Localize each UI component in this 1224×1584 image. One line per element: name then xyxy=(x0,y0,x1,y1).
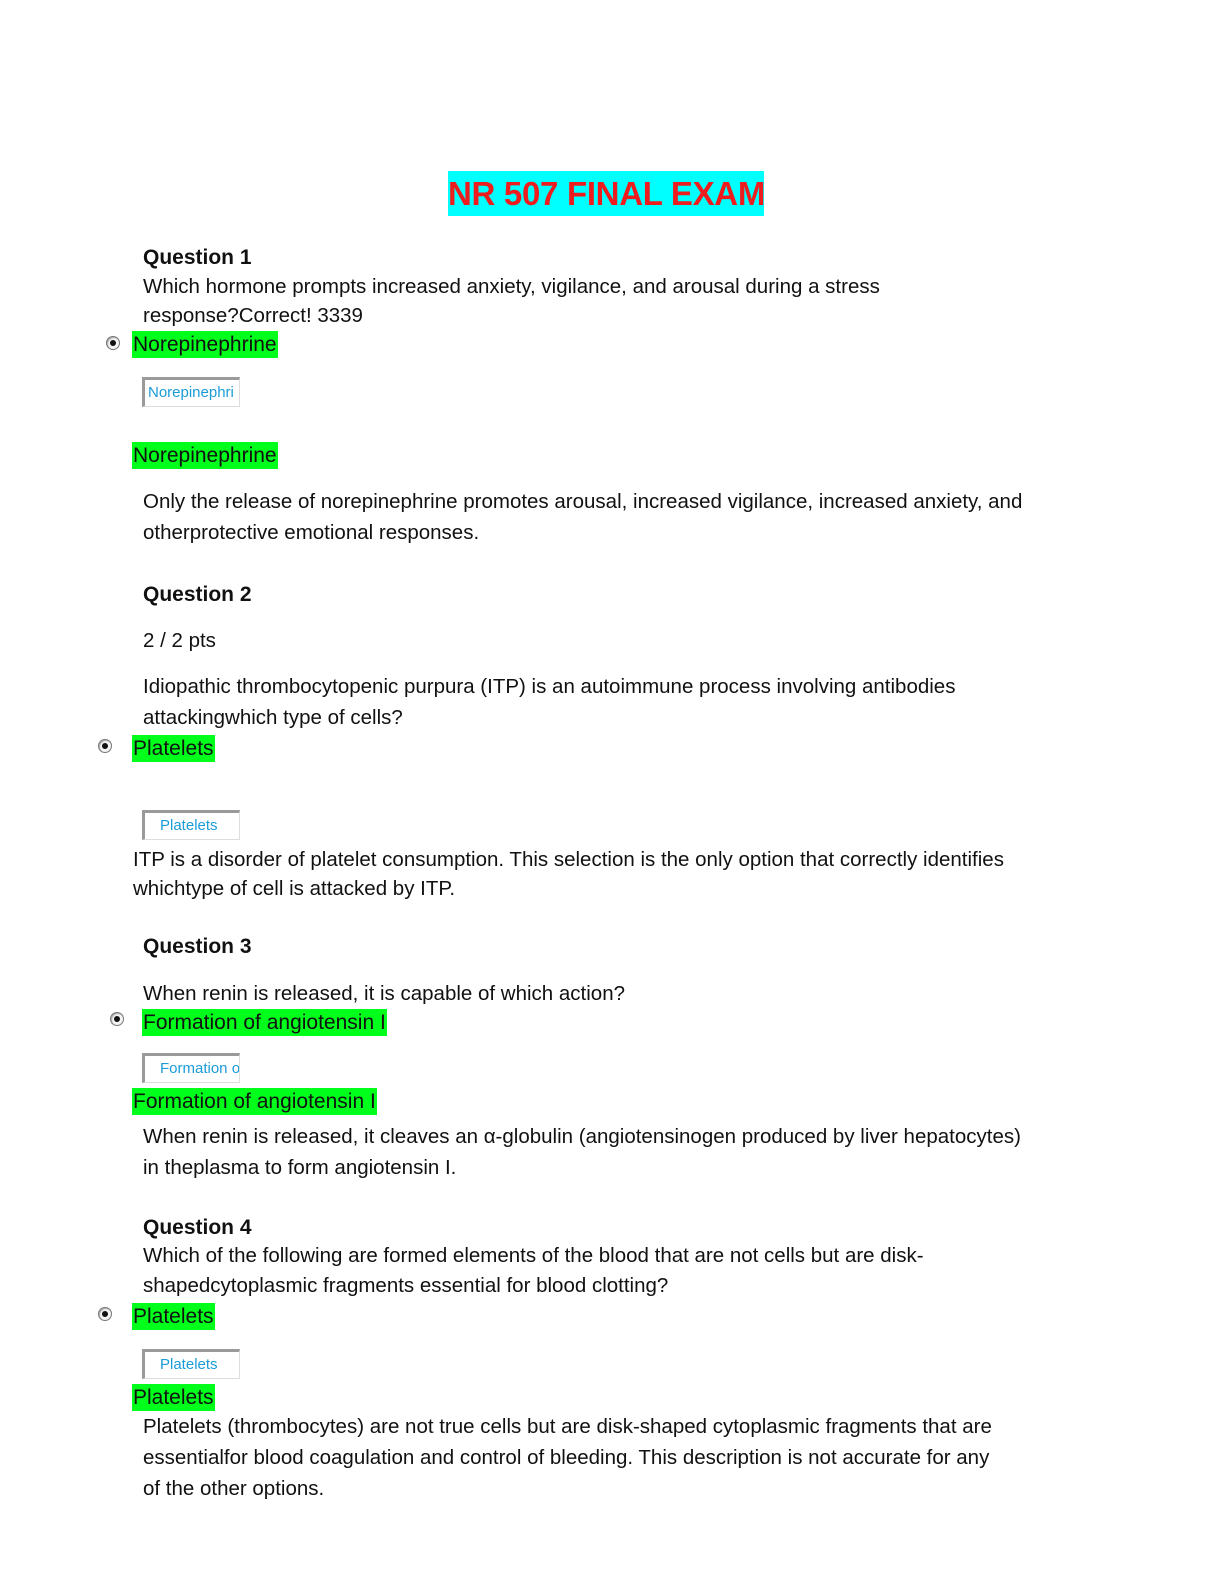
question-4-explanation-line-2: essentialfor blood coagulation and contr… xyxy=(143,1446,990,1469)
question-2-text-line-1: Idiopathic thrombocytopenic purpura (ITP… xyxy=(143,675,956,698)
question-3-correct-answer: Formation of angiotensin I xyxy=(132,1088,377,1115)
question-4-selected-answer: Platelets xyxy=(132,1303,215,1330)
question-4-answer-box[interactable]: Platelets xyxy=(142,1349,240,1379)
question-4-explanation-line-3: of the other options. xyxy=(143,1477,325,1500)
question-3-text-line-1: When renin is released, it is capable of… xyxy=(143,982,626,1005)
page-title: NR 507 FINAL EXAM xyxy=(448,171,765,216)
question-3-explanation-line-2: in theplasma to form angiotensin I. xyxy=(143,1156,457,1179)
question-2-answer-box-text: Platelets xyxy=(160,817,218,834)
question-3-answer-box[interactable]: Formation o xyxy=(142,1053,240,1083)
question-2-selected-answer: Platelets xyxy=(132,735,215,762)
question-1-answer-box-text: Norepinephri xyxy=(148,384,234,401)
question-1-selected-answer: Norepinephrine xyxy=(132,331,278,358)
question-4-answer-box-text: Platelets xyxy=(160,1356,218,1373)
question-3-radio[interactable] xyxy=(110,1012,124,1026)
question-4-text-line-2: shapedcytoplasmic fragments essential fo… xyxy=(143,1274,669,1297)
question-1-correct-answer: Norepinephrine xyxy=(132,442,278,469)
question-2-heading: Question 2 xyxy=(143,583,252,606)
question-3-selected-answer: Formation of angiotensin I xyxy=(142,1009,387,1036)
question-4-text-line-1: Which of the following are formed elemen… xyxy=(143,1244,924,1267)
question-3-heading: Question 3 xyxy=(143,935,252,958)
question-1-explanation-line-1: Only the release of norepinephrine promo… xyxy=(143,490,1023,513)
question-2-text-line-2: attackingwhich type of cells? xyxy=(143,706,403,729)
question-1-text-line-1: Which hormone prompts increased anxiety,… xyxy=(143,275,880,298)
question-4-radio[interactable] xyxy=(98,1307,112,1321)
question-1-text-line-2: response?Correct! 3339 xyxy=(143,304,363,327)
question-2-answer-box[interactable]: Platelets xyxy=(142,810,240,840)
question-4-heading: Question 4 xyxy=(143,1216,252,1239)
question-4-correct-answer: Platelets xyxy=(132,1384,215,1411)
question-4-explanation-line-1: Platelets (thrombocytes) are not true ce… xyxy=(143,1415,992,1438)
question-2-points: 2 / 2 pts xyxy=(143,629,216,652)
question-1-heading: Question 1 xyxy=(143,246,252,269)
question-1-explanation-line-2: otherprotective emotional responses. xyxy=(143,521,480,544)
question-3-answer-box-text: Formation o xyxy=(160,1060,240,1077)
question-2-radio[interactable] xyxy=(98,739,112,753)
question-3-explanation-line-1: When renin is released, it cleaves an α-… xyxy=(143,1125,1021,1148)
question-1-radio[interactable] xyxy=(106,336,120,350)
question-1-answer-box[interactable]: Norepinephri xyxy=(142,377,240,407)
question-2-explanation-line-1: ITP is a disorder of platelet consumptio… xyxy=(133,848,1004,871)
question-2-explanation-line-2: whichtype of cell is attacked by ITP. xyxy=(133,877,456,900)
